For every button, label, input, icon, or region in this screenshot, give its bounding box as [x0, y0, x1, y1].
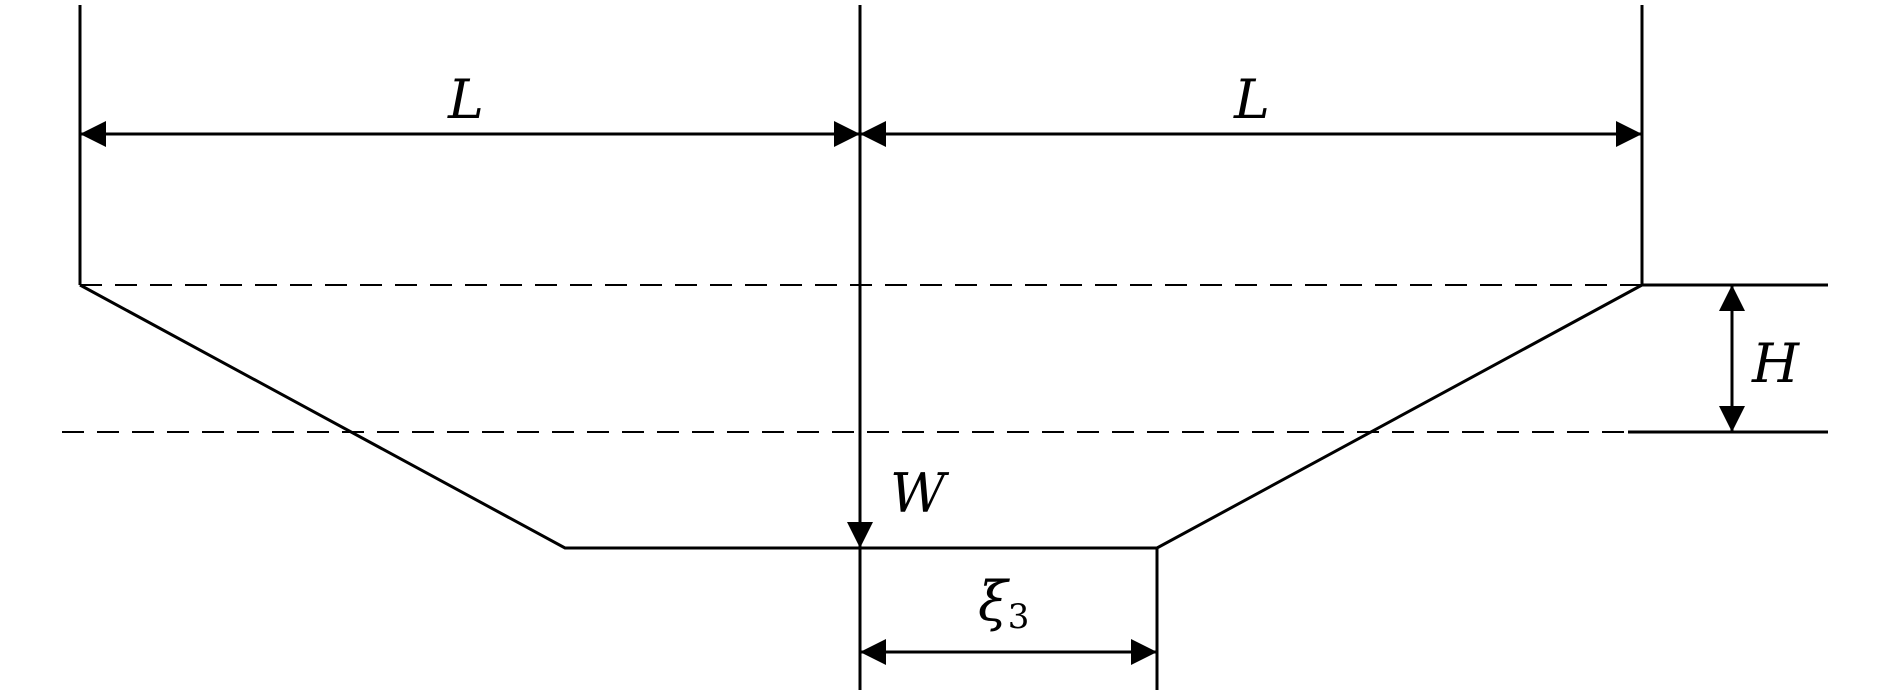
height-label: H: [1751, 332, 1800, 395]
load-label: W: [890, 462, 950, 525]
xi-subscript: 3: [1008, 597, 1030, 637]
xi-symbol: ξ: [978, 570, 1010, 633]
xi-label: ξ3: [978, 570, 1029, 637]
right-span-label: L: [1233, 68, 1270, 131]
left-span-label: L: [447, 68, 484, 131]
